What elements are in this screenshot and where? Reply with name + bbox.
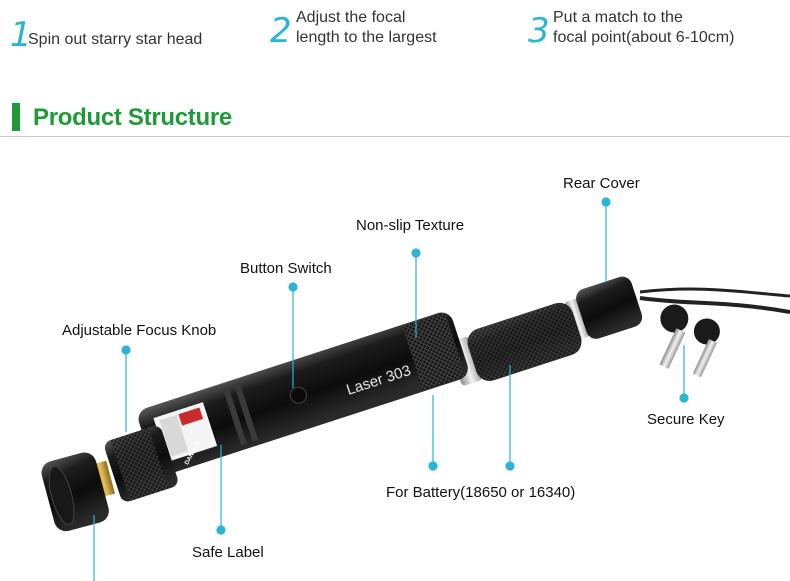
lanyard-strap-2	[639, 287, 790, 298]
callout-dot-battery-1	[428, 461, 438, 471]
step-3-number: 3	[528, 11, 550, 51]
step-3: 3 Put a match to the focal point(about 6…	[528, 6, 790, 56]
step-2: 2 Adjust the focal length to the largest	[270, 6, 490, 56]
callout-dot-knob	[121, 345, 131, 355]
rear-cover	[565, 276, 643, 340]
callout-dot-button	[288, 282, 298, 292]
step-3-line1: Put a match to the	[553, 9, 683, 26]
lanyard-strap	[639, 296, 790, 314]
battery-tube-rear	[449, 302, 582, 386]
main-body	[138, 312, 468, 475]
callout-dot-rear-cover	[601, 197, 611, 207]
callout-dot-non-slip	[411, 248, 421, 258]
label-safe-label: Safe Label	[192, 544, 264, 561]
label-rear-cover: Rear Cover	[563, 175, 640, 192]
callout-dot-key	[679, 393, 689, 403]
step-3-text: Put a match to the focal point(about 6-1…	[553, 8, 734, 48]
step-2-line2: length to the largest	[296, 29, 437, 46]
step-2-line1: Adjust the focal	[296, 9, 406, 26]
callout-dot-battery-2	[505, 461, 515, 471]
step-1: 1 Spin out starry star head	[10, 6, 240, 56]
starry-head-cap	[41, 452, 116, 532]
label-for-battery: For Battery(18650 or 16340)	[386, 484, 576, 501]
section-title: Product Structure	[33, 104, 232, 131]
step-2-text: Adjust the focal length to the largest	[296, 8, 437, 48]
section-marker	[12, 103, 20, 131]
label-adjustable-focus-knob: Adjustable Focus Knob	[62, 322, 217, 339]
label-non-slip-texture: Non-slip Texture	[356, 217, 465, 234]
step-1-text: Spin out starry star head	[28, 31, 203, 48]
step-1-number: 1	[10, 15, 32, 55]
step-2-number: 2	[270, 11, 292, 51]
section-divider	[0, 136, 790, 137]
focus-knob	[104, 426, 178, 502]
step-3-line2: focal point(about 6-10cm)	[553, 29, 735, 46]
callout-dot-safe	[216, 525, 226, 535]
secure-keys	[659, 304, 720, 378]
label-secure-key: Secure Key	[647, 411, 725, 428]
label-button-switch: Button Switch	[240, 260, 332, 277]
